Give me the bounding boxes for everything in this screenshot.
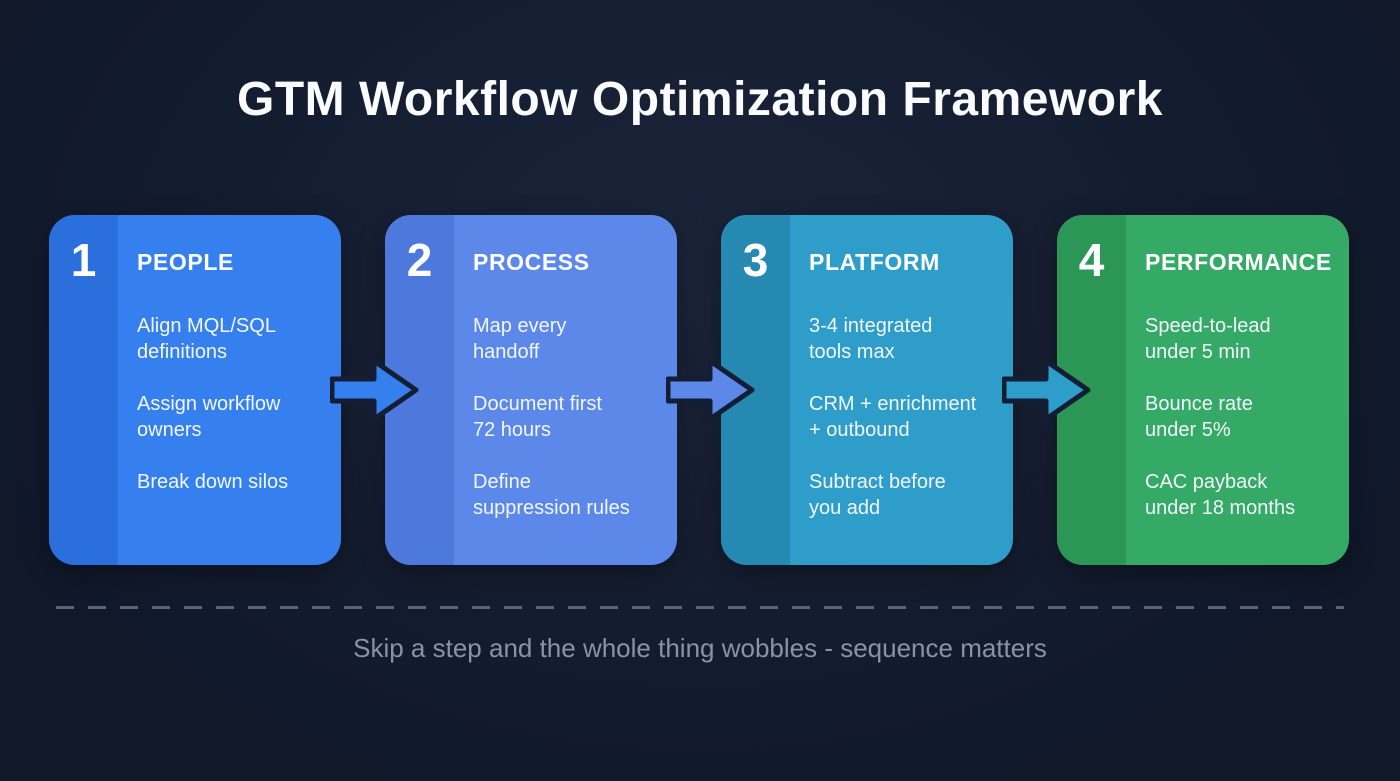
step-item: CRM + enrichment + outbound: [809, 393, 977, 441]
step-item: Assign workflow owners: [137, 393, 281, 441]
step-item: Align MQL/SQL definitions: [137, 315, 276, 363]
step-item: Speed-to-lead under 5 min: [1145, 315, 1271, 363]
step-item: Document first 72 hours: [473, 393, 602, 441]
step-item: 3-4 integrated tools max: [809, 315, 933, 363]
step-number: 4: [1078, 234, 1105, 286]
page-title: GTM Workflow Optimization Framework: [236, 73, 1163, 126]
step-item-list: Speed-to-lead under 5 min Bounce rate un…: [1145, 313, 1327, 547]
arrow-right-icon: [1001, 355, 1092, 425]
step-item: Subtract before you add: [809, 471, 946, 519]
step-item: Bounce rate under 5%: [1145, 393, 1253, 441]
step-item: Map every handoff: [473, 315, 567, 363]
step-item: CAC payback under 18 months: [1145, 471, 1296, 519]
step-number: 1: [70, 234, 97, 286]
step-item-list: 3-4 integrated tools max CRM + enrichmen…: [809, 313, 991, 547]
step-number-strip: [49, 215, 118, 565]
footer-note: Skip a step and the whole thing wobbles …: [353, 633, 1047, 663]
step-title: PLATFORM: [809, 249, 940, 275]
step-item-list: Align MQL/SQL definitions Assign workflo…: [137, 313, 319, 521]
step-item-list: Map every handoff Document first 72 hour…: [473, 313, 655, 547]
step-number: 3: [742, 234, 769, 286]
step-number: 2: [406, 234, 433, 286]
arrow-right-icon: [329, 355, 420, 425]
step-title: PROCESS: [473, 249, 590, 275]
arrow-right-icon: [665, 355, 756, 425]
step-item: Break down silos: [137, 471, 289, 493]
step-card-people: 1 PEOPLE Align MQL/SQL definitions Assig…: [49, 215, 341, 565]
step-card-process: 2 PROCESS Map every handoff Document fir…: [385, 215, 677, 565]
step-title: PERFORMANCE: [1145, 249, 1332, 275]
step-item: Define suppression rules: [473, 471, 630, 519]
step-card-performance: 4 PERFORMANCE Speed-to-lead under 5 min …: [1057, 215, 1349, 565]
step-card-platform: 3 PLATFORM 3-4 integrated tools max CRM …: [721, 215, 1013, 565]
step-title: PEOPLE: [137, 249, 234, 275]
dashed-divider: [56, 606, 1344, 609]
